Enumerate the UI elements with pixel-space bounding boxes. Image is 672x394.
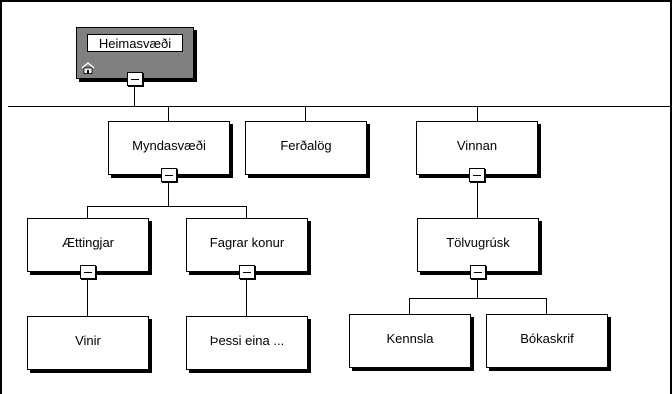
- node-label: Heimasvæði: [87, 34, 183, 52]
- node-thessi-eina[interactable]: Þessi eina ...: [186, 316, 308, 370]
- node-ferdalog[interactable]: Ferðalög: [245, 121, 367, 175]
- node-label: Vinir: [75, 333, 101, 348]
- node-vinir[interactable]: Vinir: [27, 316, 149, 370]
- node-label: Ættingjar: [61, 235, 115, 250]
- collapse-toggle[interactable]: [469, 168, 485, 182]
- collapse-toggle[interactable]: [127, 72, 143, 86]
- node-myndasvaedi[interactable]: Myndasvæði: [108, 121, 230, 182]
- collapse-toggle[interactable]: [80, 265, 96, 279]
- node-fagrar-konur[interactable]: Fagrar konur: [186, 218, 308, 279]
- collapse-toggle[interactable]: [470, 265, 486, 279]
- node-heimasvaedi[interactable]: Heimasvæði: [76, 27, 194, 86]
- node-label: Kennsla: [386, 331, 434, 346]
- node-label: Myndasvæði: [132, 138, 206, 153]
- node-kennsla[interactable]: Kennsla: [349, 314, 471, 368]
- node-label: Þessi eina ...: [209, 333, 285, 348]
- node-label: Fagrar konur: [209, 235, 285, 250]
- collapse-toggle[interactable]: [239, 265, 255, 279]
- node-tolvugrusk[interactable]: Tölvugrúsk: [417, 218, 539, 279]
- collapse-toggle[interactable]: [161, 168, 177, 182]
- node-label: Vinnan: [456, 138, 498, 153]
- node-label: Bókaskrif: [520, 331, 574, 346]
- node-label: Ferðalög: [280, 138, 332, 153]
- node-bokaskrif[interactable]: Bókaskrif: [486, 314, 608, 368]
- node-aettingjar[interactable]: Ættingjar: [27, 218, 149, 279]
- node-vinnan[interactable]: Vinnan: [416, 121, 538, 182]
- home-icon: [81, 62, 95, 74]
- node-label: Tölvugrúsk: [446, 235, 510, 250]
